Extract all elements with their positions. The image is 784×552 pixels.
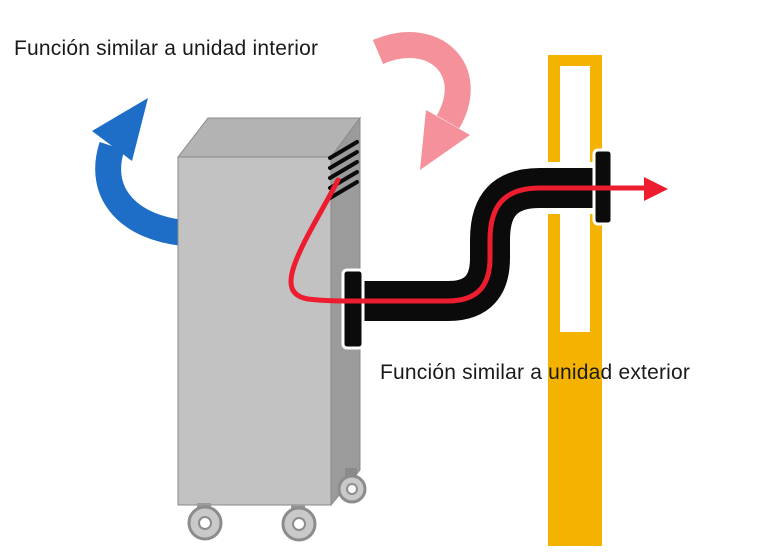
portable-ac-unit [176,116,367,542]
wall [548,55,602,546]
blue-curved-arrow [92,98,186,246]
airflow-red-line [288,177,668,304]
vent-lines [328,140,359,200]
unit-front-face [177,156,332,506]
blue-arrowhead [92,98,148,161]
caster-wheel-hub [198,516,212,530]
pink-arrowhead [420,110,470,170]
label-exterior-function: Función similar a unidad exterior [380,361,691,384]
wheel-stem [345,468,357,477]
duct-flange-unit [341,268,365,350]
vent-line [328,150,359,170]
vent-line [328,180,359,200]
vent-line [328,140,359,160]
airflow-red-arrowhead [644,177,668,201]
caster-wheel-hub [292,517,306,531]
airflow-red-path [288,177,648,304]
pink-arrow-band [372,32,471,129]
label-interior-function: Función similar a unidad interior [14,37,319,60]
vent-line [328,160,359,180]
caster-wheel-hub [346,483,358,495]
caster-wheels [187,468,367,542]
pink-curved-arrow [372,32,471,170]
blue-arrow-band [95,142,186,246]
unit-top-face [176,117,361,158]
